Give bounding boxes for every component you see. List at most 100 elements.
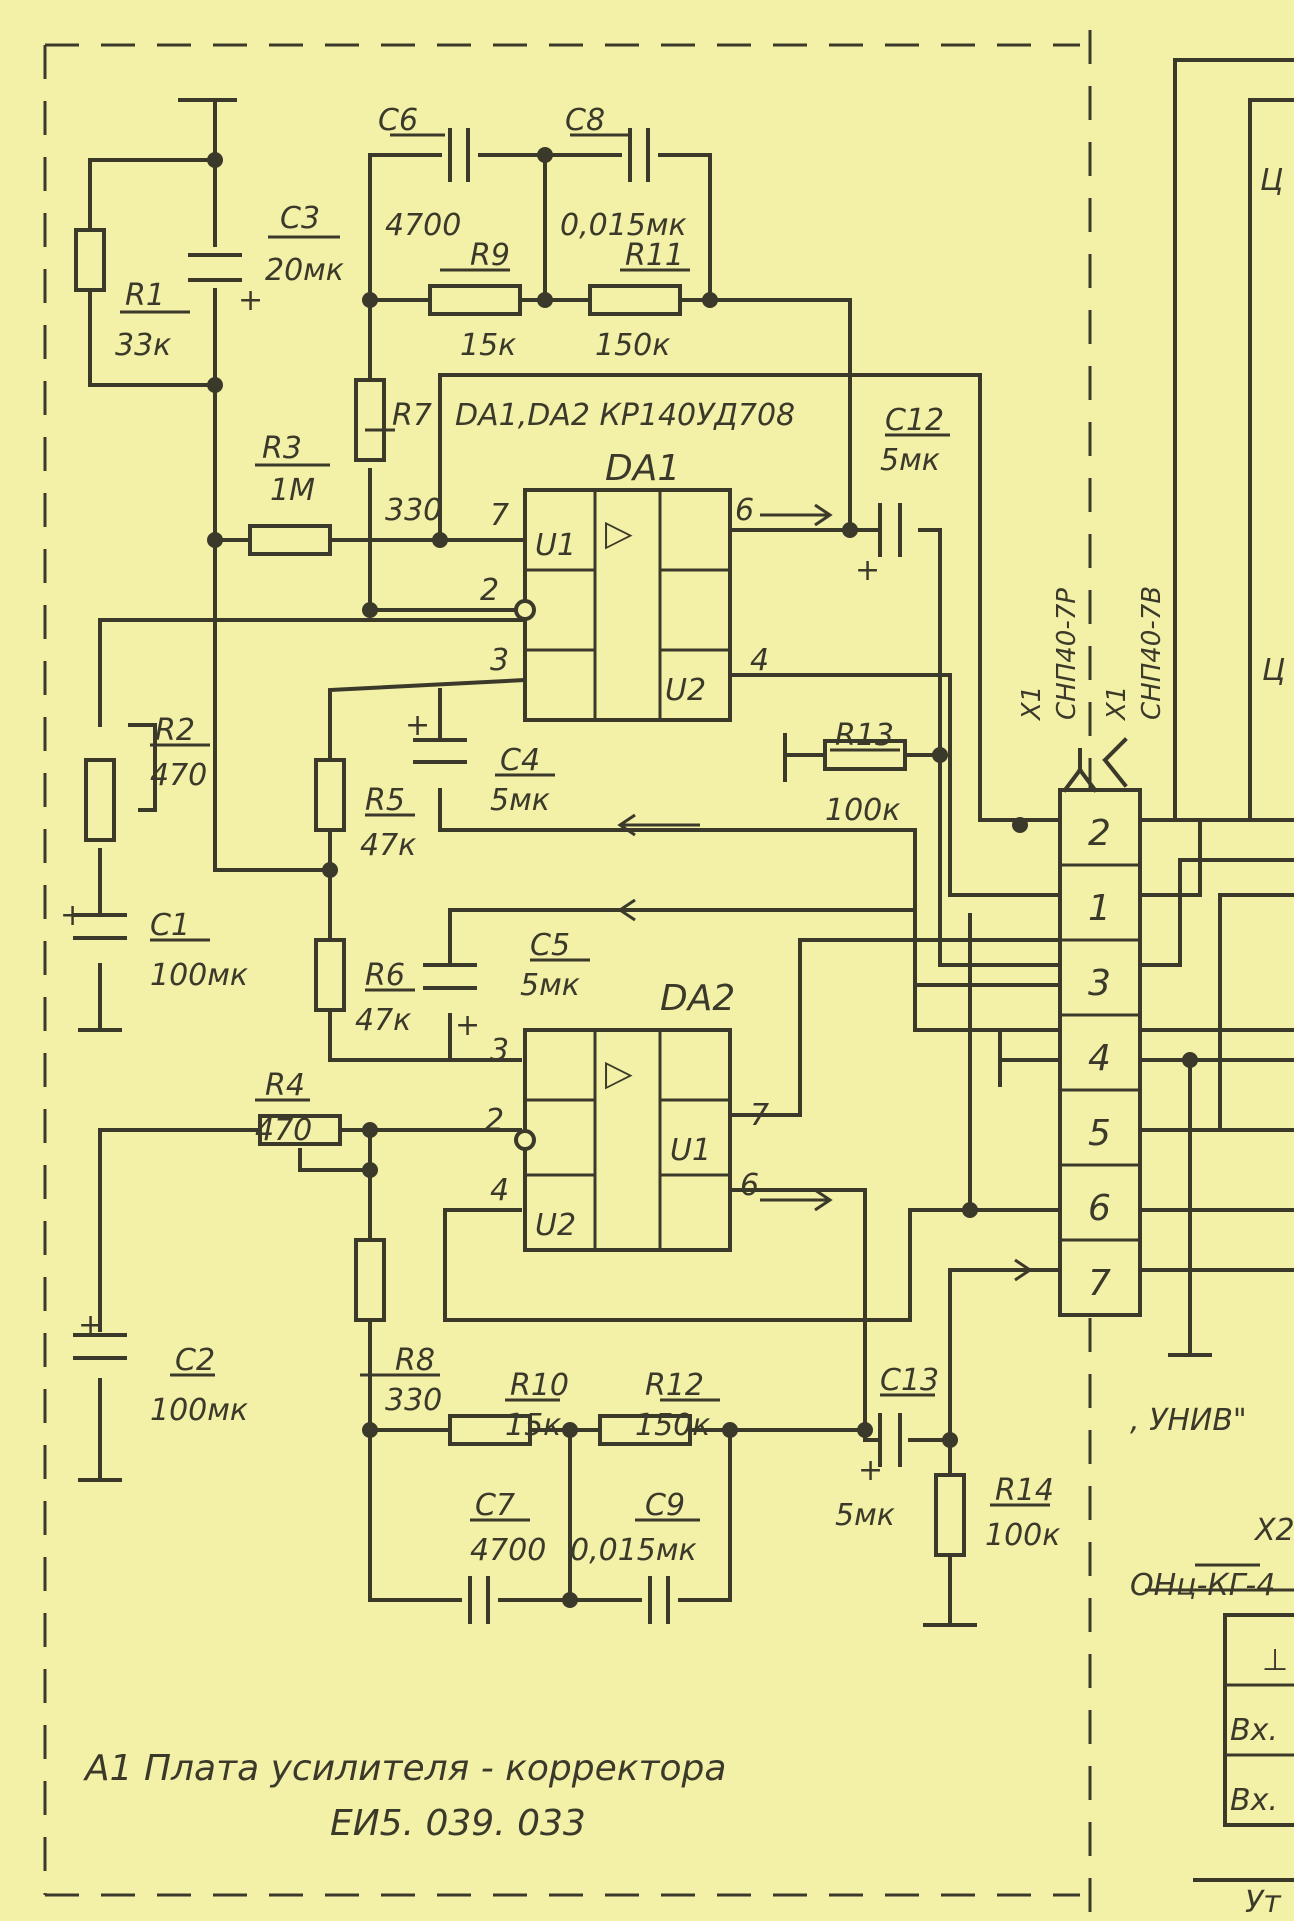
label-r3-ref: R3: [262, 431, 302, 466]
label-r8-ref: R8: [395, 1343, 435, 1378]
label-c6-value: 4700: [385, 208, 461, 243]
label-c12-value: 5мк: [880, 443, 940, 478]
da1-u1: U1: [535, 528, 576, 563]
label-r9-ref: R9: [470, 238, 510, 273]
univ-label: , УНИВ": [1130, 1403, 1247, 1438]
component-labels: C6 4700 C8 0,015мк C3 20мк R1 33к R9 15к…: [115, 103, 1060, 1568]
plus-c5: +: [455, 1008, 480, 1043]
label-c7-value: 4700: [470, 1533, 546, 1568]
x1-label-right: X1: [1102, 686, 1132, 722]
x1-pin-5: 5: [1088, 1113, 1111, 1154]
plus-c3: +: [238, 283, 263, 318]
polarity-marks: + + + + + + +: [60, 283, 883, 1488]
label-r10-ref: R10: [510, 1368, 569, 1403]
x1-pin-3: 3: [1088, 963, 1111, 1004]
x1-pin-2: 2: [1088, 813, 1111, 854]
label-r4-ref: R4: [265, 1068, 305, 1103]
label-c1-ref: C1: [150, 908, 190, 943]
x2-row1: Вх.: [1230, 1713, 1278, 1748]
label-r9-value: 15к: [460, 328, 516, 363]
label-c8-ref: C8: [565, 103, 605, 138]
label-r2-ref: R2: [155, 713, 195, 748]
x1-pin-1: 1: [1088, 888, 1111, 929]
da2-pin-2: 2: [485, 1103, 504, 1138]
da1-pin-3: 3: [490, 643, 509, 678]
board-title: А1 Плата усилителя - корректора ЕИ5. 039…: [83, 1748, 726, 1844]
connector-x1: [1058, 737, 1142, 1317]
da1-amp-symbol: ▷: [605, 513, 633, 554]
label-c2-value: 100мк: [150, 1393, 248, 1428]
x2-ground: ⊥: [1262, 1643, 1288, 1678]
da1-pin-6: 6: [735, 493, 754, 528]
resistors: [74, 228, 966, 1557]
da2-amp-symbol: ▷: [605, 1053, 633, 1094]
label-c9-value: 0,015мк: [570, 1533, 697, 1568]
label-r12-ref: R12: [645, 1368, 704, 1403]
label-r7-ref: R7: [392, 398, 432, 433]
label-c3-ref: C3: [280, 201, 320, 236]
label-chips-note: DA1,DA2 КР140УД708: [455, 398, 795, 433]
label-da2: DA2: [660, 978, 735, 1019]
x1-type-right: СНП40-7В: [1137, 586, 1167, 720]
label-r12-value: 150к: [635, 1408, 710, 1443]
wires: [78, 58, 1294, 1627]
plus-c4: +: [405, 708, 430, 743]
label-c13-ref: C13: [880, 1363, 939, 1398]
chip-labels: DA1 U1 U2 ▷ 7 2 3 6 4 DA2 U1 U2 ▷ 3 2 4 …: [480, 448, 769, 1243]
label-c3-value: 20мк: [265, 253, 344, 288]
label-c2-ref: C2: [175, 1343, 215, 1378]
label-da1: DA1: [605, 448, 680, 489]
x2-type: ОНц-КГ-4: [1130, 1568, 1275, 1603]
mid-letter: Ц: [1262, 653, 1285, 688]
x1-label-left: X1: [1017, 686, 1047, 722]
label-underlines: [120, 133, 1260, 1567]
label-r1-value: 33к: [115, 328, 171, 363]
da2-pin-4: 4: [490, 1173, 509, 1208]
frame-lines: [43, 30, 1092, 1915]
plus-c13: +: [858, 1453, 883, 1488]
label-r7-value: 330: [385, 493, 442, 528]
da2-pin-6: 6: [740, 1168, 759, 1203]
label-r14-value: 100к: [985, 1518, 1060, 1553]
label-c7-ref: C7: [475, 1488, 515, 1523]
label-c5-value: 5мк: [520, 968, 580, 1003]
da2-u2: U2: [535, 1208, 576, 1243]
x1-type-left: СНП40-7Р: [1052, 588, 1082, 720]
label-r8-value: 330: [385, 1383, 442, 1418]
label-r10-value: 15к: [505, 1408, 561, 1443]
label-r1-ref: R1: [125, 278, 165, 313]
chip-da2: [514, 1028, 732, 1252]
label-r5-value: 47к: [360, 828, 416, 863]
label-c8-value: 0,015мк: [560, 208, 687, 243]
label-c1-value: 100мк: [150, 958, 248, 993]
x2-table: [1145, 1588, 1294, 1882]
da1-pin-4: 4: [750, 643, 769, 678]
label-r3-value: 1M: [270, 473, 315, 508]
junction-dots: [207, 147, 1198, 1608]
chip-da1: [514, 488, 732, 722]
da1-pin-7: 7: [490, 498, 509, 533]
label-r6-ref: R6: [365, 958, 405, 993]
label-r13-ref: R13: [835, 718, 894, 753]
title-line2: ЕИ5. 039. 033: [330, 1803, 586, 1844]
x1-pin-7: 7: [1088, 1263, 1111, 1304]
plus-c1: +: [60, 898, 85, 933]
label-c9-ref: C9: [645, 1488, 685, 1523]
da1-u2: U2: [665, 673, 706, 708]
x2-bottom: Ут: [1245, 1885, 1282, 1920]
label-c13-value: 5мк: [835, 1498, 895, 1533]
signal-arrows: [617, 503, 1033, 1282]
da2-pin-7: 7: [750, 1098, 769, 1133]
label-c12-ref: C12: [885, 403, 944, 438]
da2-pin-3: 3: [490, 1033, 509, 1068]
label-c5-ref: C5: [530, 928, 570, 963]
label-c6-ref: C6: [378, 103, 418, 138]
label-r2-value: 470: [150, 758, 207, 793]
x2-ref: Х2: [1253, 1513, 1294, 1548]
label-c4-ref: C4: [500, 743, 540, 778]
x2-row2: Вх.: [1230, 1783, 1278, 1818]
title-line1: А1 Плата усилителя - корректора: [83, 1748, 726, 1789]
capacitors: [73, 128, 902, 1624]
